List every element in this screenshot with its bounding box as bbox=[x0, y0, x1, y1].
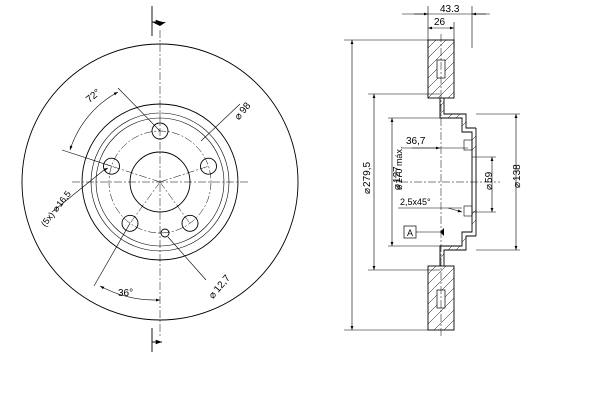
hat-bolt-hole bbox=[463, 205, 473, 217]
small-hole-leader bbox=[167, 236, 207, 281]
bolt-hole bbox=[181, 214, 199, 232]
width-26-label: 26 bbox=[434, 17, 446, 28]
angle-36-label: 36° bbox=[118, 288, 133, 299]
bore-leader bbox=[51, 169, 105, 213]
bolt-holes bbox=[103, 122, 217, 232]
dia-127-label: ⌀127 bbox=[392, 166, 403, 190]
dia-59-label: ⌀59 bbox=[484, 171, 495, 190]
bolt-hole bbox=[151, 122, 169, 140]
pcd-leader bbox=[200, 103, 241, 142]
bolt-hole bbox=[103, 157, 120, 175]
hat-hatching bbox=[439, 101, 477, 259]
section-marker-top bbox=[151, 6, 166, 36]
hat-height-label: 36,7 bbox=[406, 136, 426, 147]
pcd-label: ⌀98 bbox=[233, 100, 254, 122]
brake-dia-label: ⌀170 máx. bbox=[394, 147, 404, 190]
small-hole-label: ⌀12,7 bbox=[207, 273, 233, 301]
width-43-label: 43.3 bbox=[440, 4, 460, 15]
section-marker-bottom bbox=[151, 328, 162, 352]
front-view: 72° ⌀98 (5x)⌀16,5 36° ⌀12,7 bbox=[21, 6, 299, 352]
angle-36-arc bbox=[99, 285, 161, 302]
outer-dia-label: ⌀279,5 bbox=[362, 162, 373, 194]
angle-72-label: 72° bbox=[84, 87, 103, 105]
hole-center-lines bbox=[111, 165, 209, 224]
hat-bolt-hole bbox=[463, 139, 473, 151]
dia-138-label: ⌀138 bbox=[512, 164, 523, 188]
side-view: 43.3 26 bbox=[344, 4, 523, 336]
datum-label: A bbox=[407, 228, 413, 238]
bolt-hole bbox=[200, 157, 217, 175]
datum-triangle bbox=[440, 228, 444, 236]
bolt-hole bbox=[121, 214, 139, 232]
locating-hole bbox=[160, 228, 170, 238]
bore-label: (5x)⌀16,5 bbox=[39, 189, 73, 229]
chamfer-label: 2,5x45° bbox=[400, 197, 431, 207]
angle-72-arc bbox=[69, 91, 119, 151]
